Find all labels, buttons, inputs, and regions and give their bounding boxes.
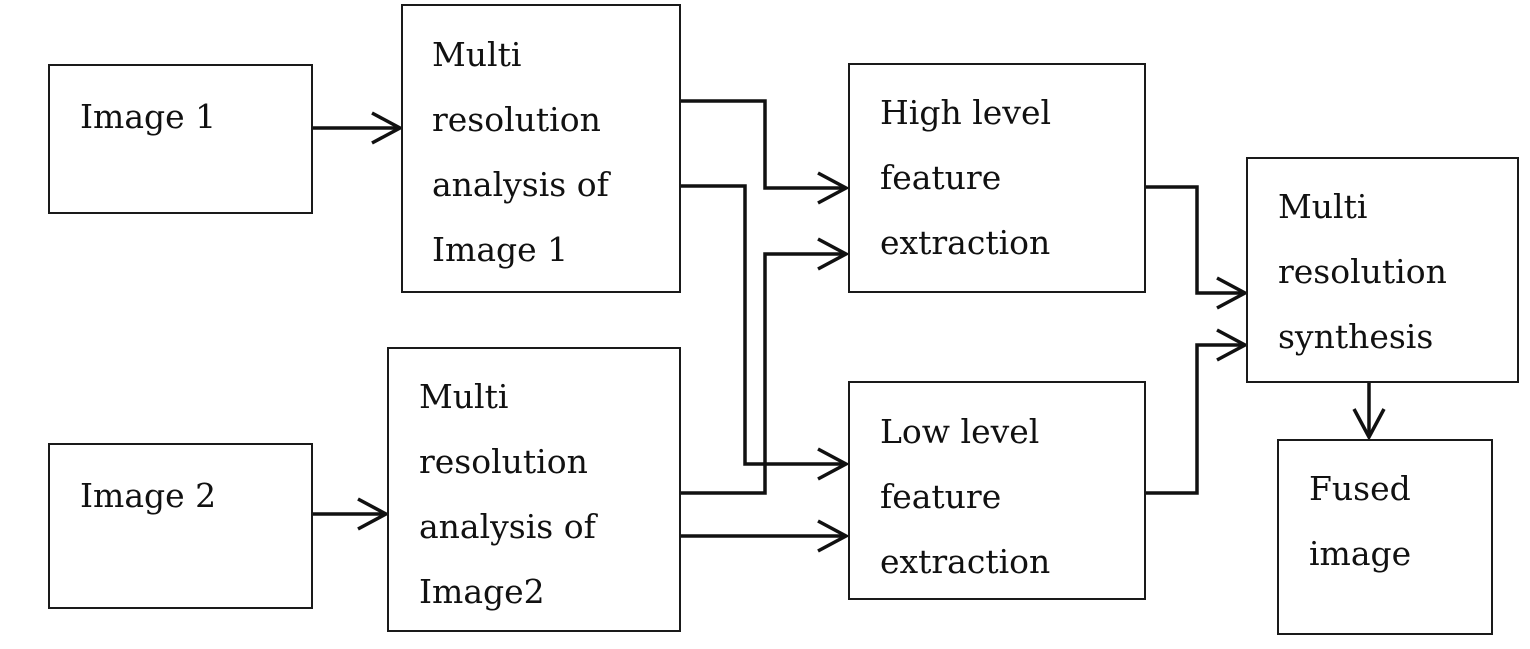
node-mra-image-1-label: Multi resolution analysis of Image 1 xyxy=(432,22,649,282)
edge-low-to-synth xyxy=(1145,343,1245,495)
label-line: Image 1 xyxy=(80,97,217,136)
label-line: extraction xyxy=(880,542,1051,581)
edge-mra1-to-low xyxy=(680,184,846,466)
label-line: Image 2 xyxy=(80,476,217,515)
edge-high-to-synth xyxy=(1145,185,1245,295)
arrowhead xyxy=(1216,276,1249,310)
node-image-2-label: Image 2 xyxy=(80,463,216,528)
node-mra-image-1 xyxy=(401,4,681,293)
node-multi-resolution-synthesis xyxy=(1246,157,1519,383)
label-line: Image 1 xyxy=(432,230,569,269)
label-word: Low xyxy=(880,412,951,451)
node-low-level-feature-extraction xyxy=(848,381,1146,600)
label-line-justified: analysis of xyxy=(432,152,649,217)
label-line: resolution xyxy=(432,100,601,139)
label-line: resolution xyxy=(1278,252,1447,291)
node-mra-image-2-label: Multi resolution analysis of Image2 xyxy=(419,364,649,624)
label-word: of xyxy=(563,507,596,546)
label-line: Multi xyxy=(1278,187,1368,226)
arrowhead xyxy=(1352,408,1386,441)
arrowhead xyxy=(817,519,850,553)
label-line: Multi xyxy=(432,35,522,74)
label-word: level xyxy=(972,93,1052,132)
arrowhead xyxy=(1216,328,1249,362)
edge-mra1-to-high xyxy=(680,99,846,190)
label-line: Fused xyxy=(1309,469,1411,508)
label-word: analysis xyxy=(432,165,567,204)
label-word: of xyxy=(576,165,609,204)
label-line: Image2 xyxy=(419,572,545,611)
label-line-justified: High level xyxy=(880,80,1115,145)
label-line: feature xyxy=(880,158,1002,197)
edge-mra2-to-high xyxy=(680,252,846,495)
node-synthesis-label: Multi resolution synthesis xyxy=(1278,174,1447,369)
label-line: image xyxy=(1309,534,1412,573)
label-word: level xyxy=(960,412,1040,451)
node-high-level-label: High level feature extraction xyxy=(880,80,1115,275)
label-line: synthesis xyxy=(1278,317,1434,356)
label-line: Multi xyxy=(419,377,509,416)
arrowhead xyxy=(817,447,850,481)
label-line: extraction xyxy=(880,223,1051,262)
arrowhead xyxy=(371,111,404,145)
arrowhead xyxy=(817,237,850,271)
node-fused-image-label: Fused image xyxy=(1309,456,1411,586)
node-image-2 xyxy=(48,443,313,609)
label-line-justified: analysis of xyxy=(419,494,649,559)
node-low-level-label: Low level feature extraction xyxy=(880,399,1115,594)
arrowhead xyxy=(357,497,390,531)
node-image-1 xyxy=(48,64,313,214)
label-word: High xyxy=(880,93,962,132)
label-line: feature xyxy=(880,477,1002,516)
node-high-level-feature-extraction xyxy=(848,63,1146,293)
node-mra-image-2 xyxy=(387,347,681,632)
label-line: resolution xyxy=(419,442,588,481)
arrowhead xyxy=(817,171,850,205)
label-line-justified: Low level xyxy=(880,399,1115,464)
node-fused-image xyxy=(1277,439,1493,635)
label-word: analysis xyxy=(419,507,554,546)
node-image-1-label: Image 1 xyxy=(80,84,216,149)
